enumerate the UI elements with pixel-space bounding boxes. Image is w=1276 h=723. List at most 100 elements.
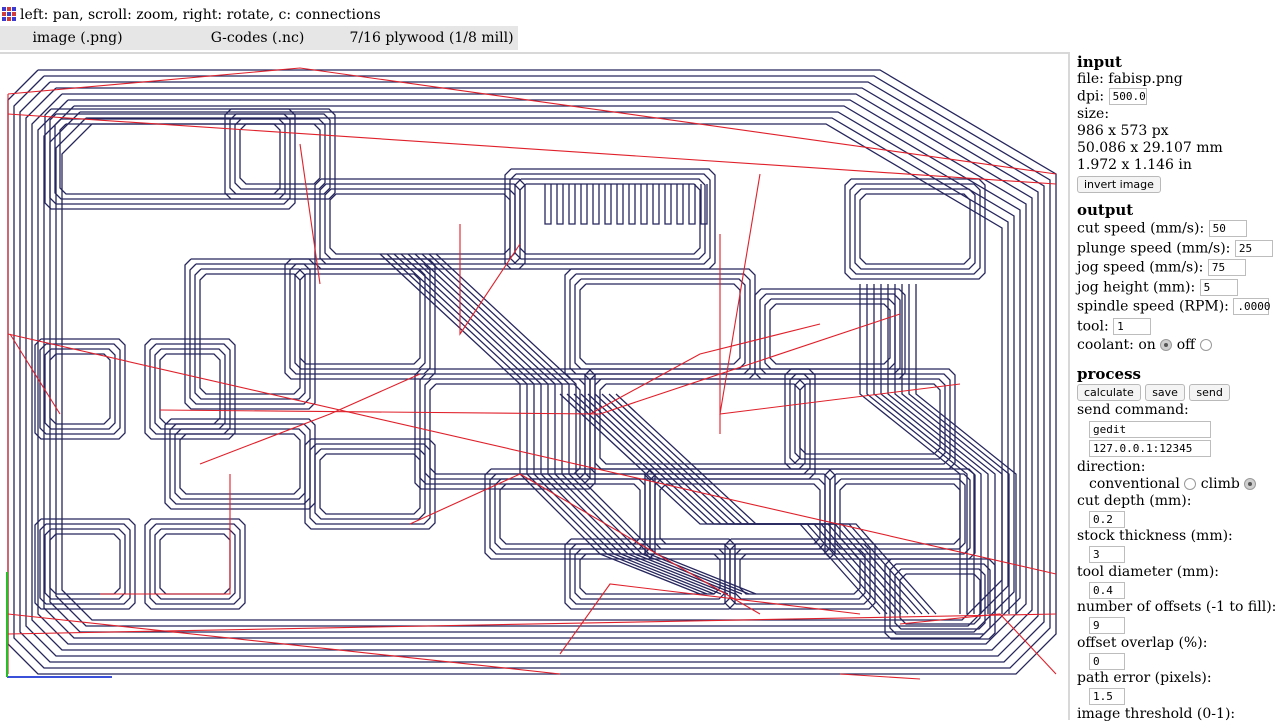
offsets-field[interactable]: 9 [1089,617,1125,634]
island-pass [319,183,521,265]
stock-thickness-label: stock thickness (mm): [1077,528,1233,544]
outline-pass [31,93,1033,651]
island-pass [229,113,331,195]
trace-pass [901,284,1003,614]
island-pass [49,533,121,595]
island-pass [854,188,976,270]
island-pass [859,193,971,265]
jog-move [199,373,421,465]
size-label: size: [1077,105,1110,122]
jog-move [409,473,761,615]
trace-pass [393,253,715,595]
send-command-field[interactable]: gedit [1089,420,1211,438]
island-pass [514,178,706,260]
island-pass [179,433,301,495]
trace-pass [421,253,743,595]
outline-pass [19,81,1045,663]
jog-move [839,673,921,680]
island-pass [519,183,701,255]
module-tab-bar: image (.png) G-codes (.nc) 7/16 plywood … [0,26,518,50]
island-pass [234,118,326,190]
island-pass [169,423,311,505]
process-heading: process [1077,365,1141,383]
jog-move [159,313,901,415]
trace-pass [608,393,930,615]
tool-field[interactable]: 1 [1113,317,1152,335]
island-pass [834,478,966,550]
tab-gcodes-nc[interactable]: G-codes (.nc) [210,30,305,46]
toolpath-drawing[interactable] [0,54,1068,722]
island-pass [144,338,236,440]
trace-pass [915,284,1017,614]
jog-move [7,67,1057,175]
island-pass [309,443,431,525]
jog-speed-field[interactable]: 75 [1207,259,1246,276]
trace-pass [428,253,750,595]
outline-pass [55,117,1009,627]
island-pass [314,178,526,270]
island-pass [294,268,426,370]
cut-depth-field[interactable]: 0.2 [1089,510,1125,528]
trace-pass [880,284,982,614]
conventional-radio[interactable] [1184,477,1197,490]
toolpath-canvas[interactable] [0,52,1070,720]
stock-thickness-field[interactable]: 3 [1089,546,1125,563]
offset-overlap-field[interactable]: 0 [1089,652,1125,670]
island-pass [144,518,246,610]
comb-pass [580,184,588,225]
coolant-on-radio[interactable] [1160,339,1173,351]
island-pass [164,418,316,510]
path-error-field[interactable]: 1.5 [1089,688,1125,705]
island-pass [839,483,961,545]
dpi-label: dpi: [1077,88,1105,105]
comb-pass [568,184,576,225]
tab-plywood-mill[interactable]: 7/16 plywood (1/8 mill) [349,30,514,46]
climb-radio[interactable] [1244,477,1257,490]
island-pass [154,528,236,600]
trace-pass [866,284,968,614]
island-pass [44,108,296,210]
dpi-field[interactable]: 500.0 [1108,88,1147,105]
server-address-field[interactable]: 127.0.0.1:12345 [1089,440,1211,457]
plunge-speed-field[interactable]: 25 [1234,239,1273,257]
size-inches: 1.972 x 1.146 in [1077,156,1192,173]
island-pass [414,368,596,490]
island-pass [329,193,511,255]
tool-diameter-field[interactable]: 0.4 [1089,581,1125,599]
island-pass [829,473,971,555]
island-pass [794,378,946,460]
island-pass [589,373,811,475]
coolant-off-radio[interactable] [1199,339,1212,351]
island-pass [569,273,751,375]
cut-speed-field[interactable]: 50 [1208,220,1247,237]
jog-height-field[interactable]: 5 [1199,278,1238,296]
cut-speed-label: cut speed (mm/s): [1077,220,1205,237]
size-pixels: 986 x 573 px [1077,122,1169,139]
trace-pass [887,284,989,614]
image-threshold-label: image threshold (0-1): [1077,705,1236,722]
island-pass [299,273,421,365]
invert-image-button[interactable]: invert image [1077,175,1161,193]
outline-pass [7,69,1057,675]
jog-height-label: jog height (mm): [1077,279,1196,295]
send-button[interactable]: send [1189,384,1230,401]
trace-pass [386,253,708,595]
island-pass [509,173,711,265]
island-pass [789,373,951,465]
comb-pass [676,184,684,225]
tab-image-png[interactable]: image (.png) [32,30,123,46]
spindle-speed-field[interactable]: .0000 [1233,298,1270,315]
send-command-label: send command: [1077,401,1189,418]
plunge-speed-label: plunge speed (mm/s): [1077,240,1231,256]
island-pass [194,268,306,400]
jog-move [100,474,231,595]
trace-pass [407,253,729,595]
jog-move [7,613,561,675]
island-pass [764,298,896,370]
trace-pass [594,393,916,615]
calculate-button[interactable]: calculate [1077,384,1141,401]
input-heading: input [1077,53,1122,71]
island-pass [189,263,311,405]
save-button[interactable]: save [1145,384,1185,401]
island-pass [239,123,321,185]
